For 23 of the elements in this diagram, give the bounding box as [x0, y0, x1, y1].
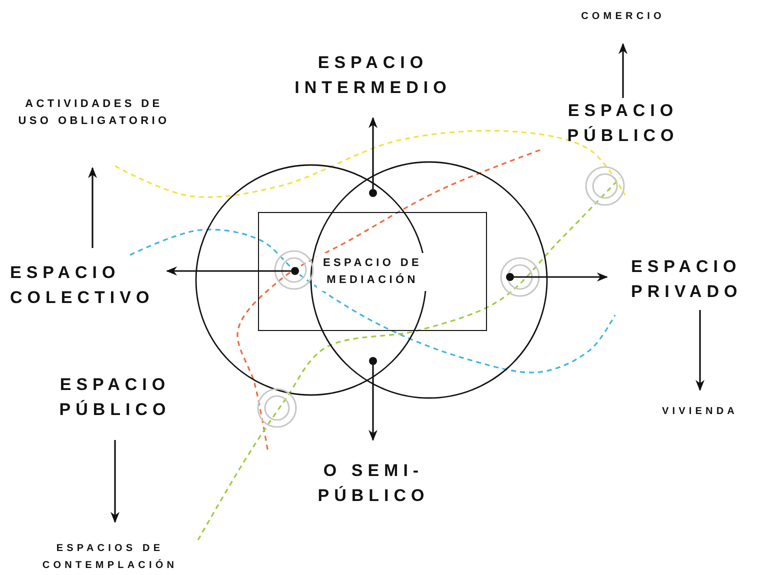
- junction-dot: [506, 273, 514, 281]
- category-label: COMERCIO: [580, 10, 666, 24]
- category-label: ESPACIOS DE CONTEMPLACIÓN: [41, 542, 179, 573]
- heading-label: ESPACIO COLECTIVO: [10, 262, 156, 309]
- heading-label: ESPACIO PÚBLICO: [58, 374, 172, 421]
- junction-dot: [369, 357, 377, 365]
- arrow: [696, 310, 704, 392]
- mediation-box: [258, 212, 487, 331]
- arrow: [618, 42, 628, 98]
- heading-label: ESPACIO INTERMEDIO: [294, 52, 452, 99]
- arrow: [514, 272, 608, 282]
- heading-label: ESPACIO PÚBLICO: [566, 100, 680, 147]
- arrow: [368, 365, 378, 442]
- category-label: ACTIVIDADES DE USO OBLIGATORIO: [18, 97, 170, 129]
- arrow: [110, 440, 120, 524]
- box-label: ESPACIO DE MEDIACIÓN: [316, 252, 428, 290]
- heading-label: ESPACIO PRIVADO: [631, 256, 744, 303]
- arrow: [166, 266, 291, 276]
- arrow: [88, 166, 97, 248]
- heading-label: O SEMI- PÚBLICO: [316, 460, 430, 507]
- junction-dot: [291, 267, 299, 275]
- junction-dot: [369, 189, 377, 197]
- category-label: VIVIENDA: [660, 405, 740, 419]
